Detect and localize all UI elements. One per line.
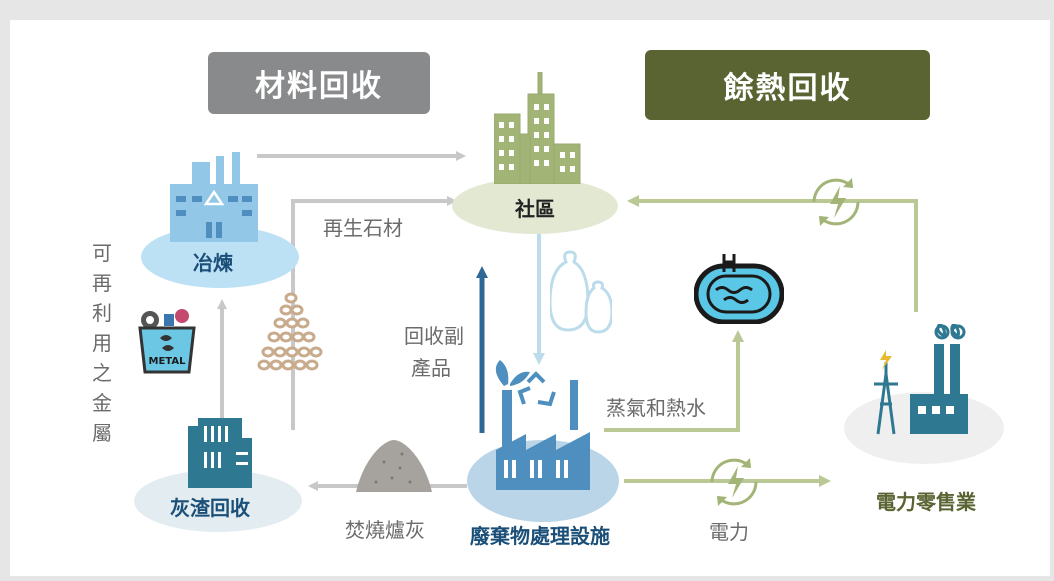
metal-bin-icon: METAL (138, 309, 196, 374)
steam-hot-water-label: 蒸氣和熱水 (606, 396, 706, 420)
power-retail-label: 電力零售業 (876, 490, 976, 514)
incineration-ash-label: 焚燒爐灰 (345, 518, 425, 542)
recycled-stone-label: 再生石材 (323, 216, 403, 240)
garbage-bags-icon (550, 250, 612, 334)
ash-recovery-label: 灰渣回收 (170, 496, 250, 520)
material-recovery-header: 材料回收 (208, 52, 430, 114)
community-node (452, 178, 618, 234)
electricity-label: 電力 (709, 520, 749, 544)
smelting-label: 冶煉 (193, 251, 233, 275)
arrow-steam (604, 330, 744, 432)
byproducts-label-line1: 回收副 (404, 324, 464, 348)
community-label: 社區 (515, 197, 555, 221)
metal-bin-text: METAL (149, 356, 187, 367)
recovery-building-icon (188, 418, 252, 488)
city-buildings-icon (494, 72, 581, 184)
reusable-metal-label: 可再利用之金屬 (92, 241, 112, 445)
recycling-factory-icon (170, 152, 258, 242)
waste-facility-label: 廢棄物處理設施 (470, 524, 610, 548)
ash-pile-icon (356, 440, 432, 492)
renewable-energy-icon (812, 178, 860, 226)
byproducts-label-line2: 產品 (411, 356, 451, 380)
power-plant-icon (874, 324, 968, 435)
electricity-renewable-icon (710, 458, 758, 506)
waste-plant-icon (495, 360, 590, 490)
arrow-power-to-community (627, 195, 918, 312)
aggregate-pile-icon (257, 292, 323, 371)
heat-recovery-header: 餘熱回收 (645, 50, 930, 120)
hot-water-pool-icon (694, 254, 784, 324)
